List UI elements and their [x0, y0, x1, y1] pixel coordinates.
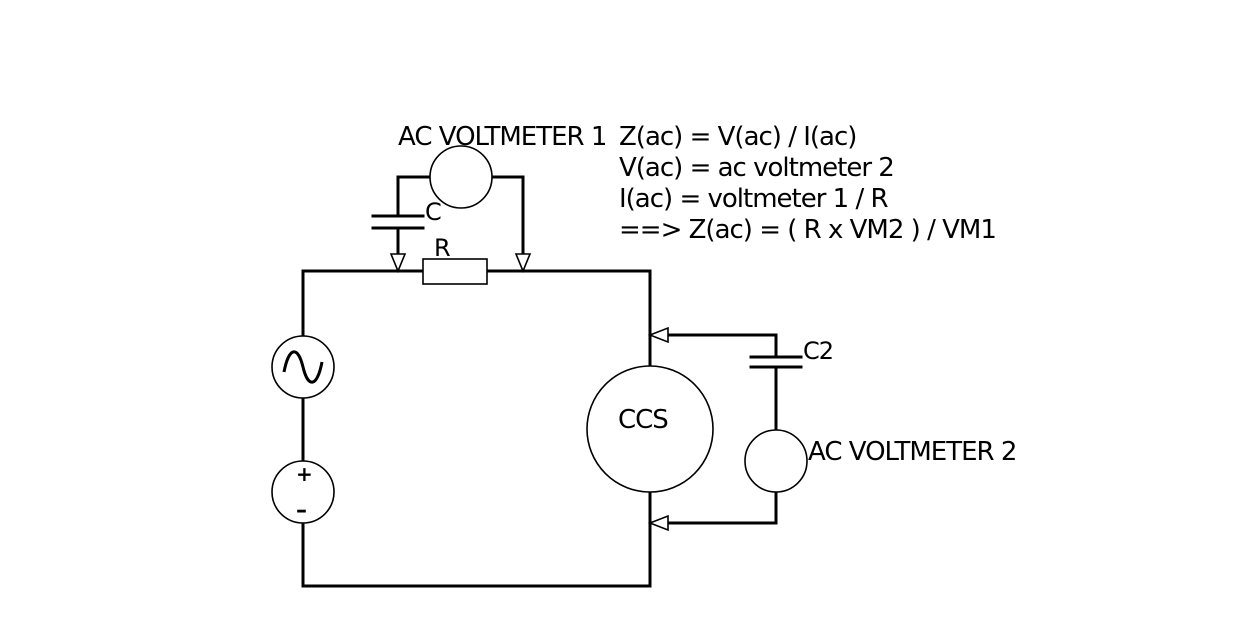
- capacitor-c-label: C: [425, 198, 441, 226]
- dc-source: [271, 460, 335, 524]
- sine-wave-icon: [282, 350, 324, 384]
- equation-line: Z(ac) = V(ac) / I(ac): [619, 122, 856, 152]
- capacitor-c: [371, 214, 425, 230]
- ac-voltmeter-1-label: AC VOLTMETER 1: [398, 122, 606, 152]
- resistor-label: R: [434, 234, 450, 262]
- dc-minus-sign: –: [296, 498, 307, 523]
- equation-line: V(ac) = ac voltmeter 2: [619, 153, 894, 183]
- capacitor-c2-label: C2: [803, 337, 833, 365]
- probe-arrow-top: [647, 326, 669, 344]
- ccs-label: CCS: [618, 405, 668, 435]
- dc-plus-sign: +: [296, 462, 313, 486]
- ac-voltmeter-1: [429, 145, 493, 209]
- equation-line: I(ac) = voltmeter 1 / R: [619, 184, 889, 214]
- resistor: [422, 258, 488, 285]
- voltmeter-2-probe-wires: [666, 333, 778, 525]
- equations-block: Z(ac) = V(ac) / I(ac) V(ac) = ac voltmet…: [619, 122, 997, 245]
- probe-arrow-bottom: [647, 514, 669, 532]
- probe-arrow-right: [514, 253, 532, 274]
- equation-line: ==> Z(ac) = ( R x VM2 ) / VM1: [619, 215, 996, 245]
- probe-arrow-left: [389, 253, 407, 274]
- voltmeter-1-probe-wires: [396, 175, 525, 257]
- current-source-ccs: [586, 365, 714, 493]
- capacitor-c2: [749, 355, 803, 369]
- ac-voltmeter-2: [744, 429, 808, 493]
- ac-voltmeter-2-label: AC VOLTMETER 2: [808, 437, 1016, 467]
- main-loop-wires: [301, 269, 652, 588]
